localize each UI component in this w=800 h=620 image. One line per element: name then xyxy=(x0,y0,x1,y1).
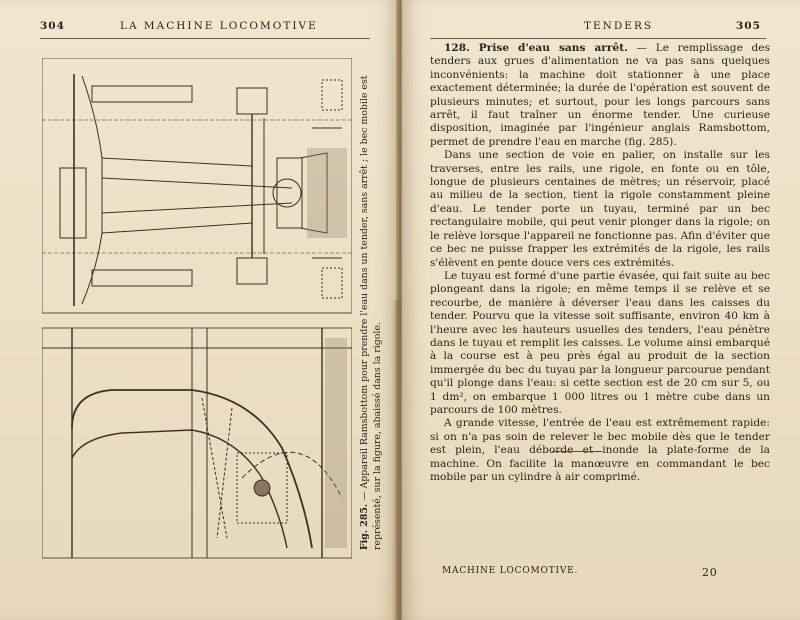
footer-signature: MACHINE LOCOMOTIVE. xyxy=(442,566,579,576)
figure-caption-wrap: Fig. 285. — Appareil Ramsbottom pour pre… xyxy=(358,70,388,550)
left-page: 304 LA MACHINE LOCOMOTIVE xyxy=(0,0,398,620)
footer-number: 20 xyxy=(702,566,718,579)
pipe-outlet xyxy=(59,167,87,239)
engineering-drawing xyxy=(41,57,353,559)
nozzle xyxy=(299,152,328,234)
figure-caption: Fig. 285. — Appareil Ramsbottom pour pre… xyxy=(358,70,388,550)
section-heading: 128. Prise d'eau sans arrêt. xyxy=(444,42,628,54)
page-tear-shadow xyxy=(392,300,402,620)
body-text: 128. Prise d'eau sans arrêt. — Le rempli… xyxy=(430,42,770,484)
left-running-title: LA MACHINE LOCOMOTIVE xyxy=(120,20,318,32)
pipe-body xyxy=(101,157,253,234)
paragraph-4: A grande vitesse, l'entrée de l'eau est … xyxy=(430,417,770,483)
figure-number: Fig. 285. xyxy=(359,503,370,550)
left-header-rule xyxy=(40,38,370,39)
delivery-pipe xyxy=(71,389,313,549)
paragraph-1-text: — Le remplissage des tenders aux grues d… xyxy=(430,42,771,148)
right-page: TENDERS 305 128. Prise d'eau sans arrêt.… xyxy=(402,0,800,620)
left-page-number: 304 xyxy=(40,20,65,32)
pivot xyxy=(272,178,302,208)
hinge-pin xyxy=(253,479,271,497)
paragraph-1: 128. Prise d'eau sans arrêt. — Le rempli… xyxy=(430,42,770,149)
paragraph-3: Le tuyau est formé d'une partie évasée, … xyxy=(430,269,770,416)
paragraph-2: Dans une section de voie en palier, on i… xyxy=(430,149,770,269)
figure-caption-text: — Appareil Ramsbottom pour prendre l'eau… xyxy=(359,75,383,550)
ramsbottom-apparatus-figure xyxy=(41,57,353,563)
right-page-number: 305 xyxy=(736,20,761,32)
book-gutter xyxy=(396,0,404,620)
right-running-title: TENDERS xyxy=(584,20,654,32)
right-header-rule xyxy=(430,38,766,39)
section-divider xyxy=(552,451,602,452)
